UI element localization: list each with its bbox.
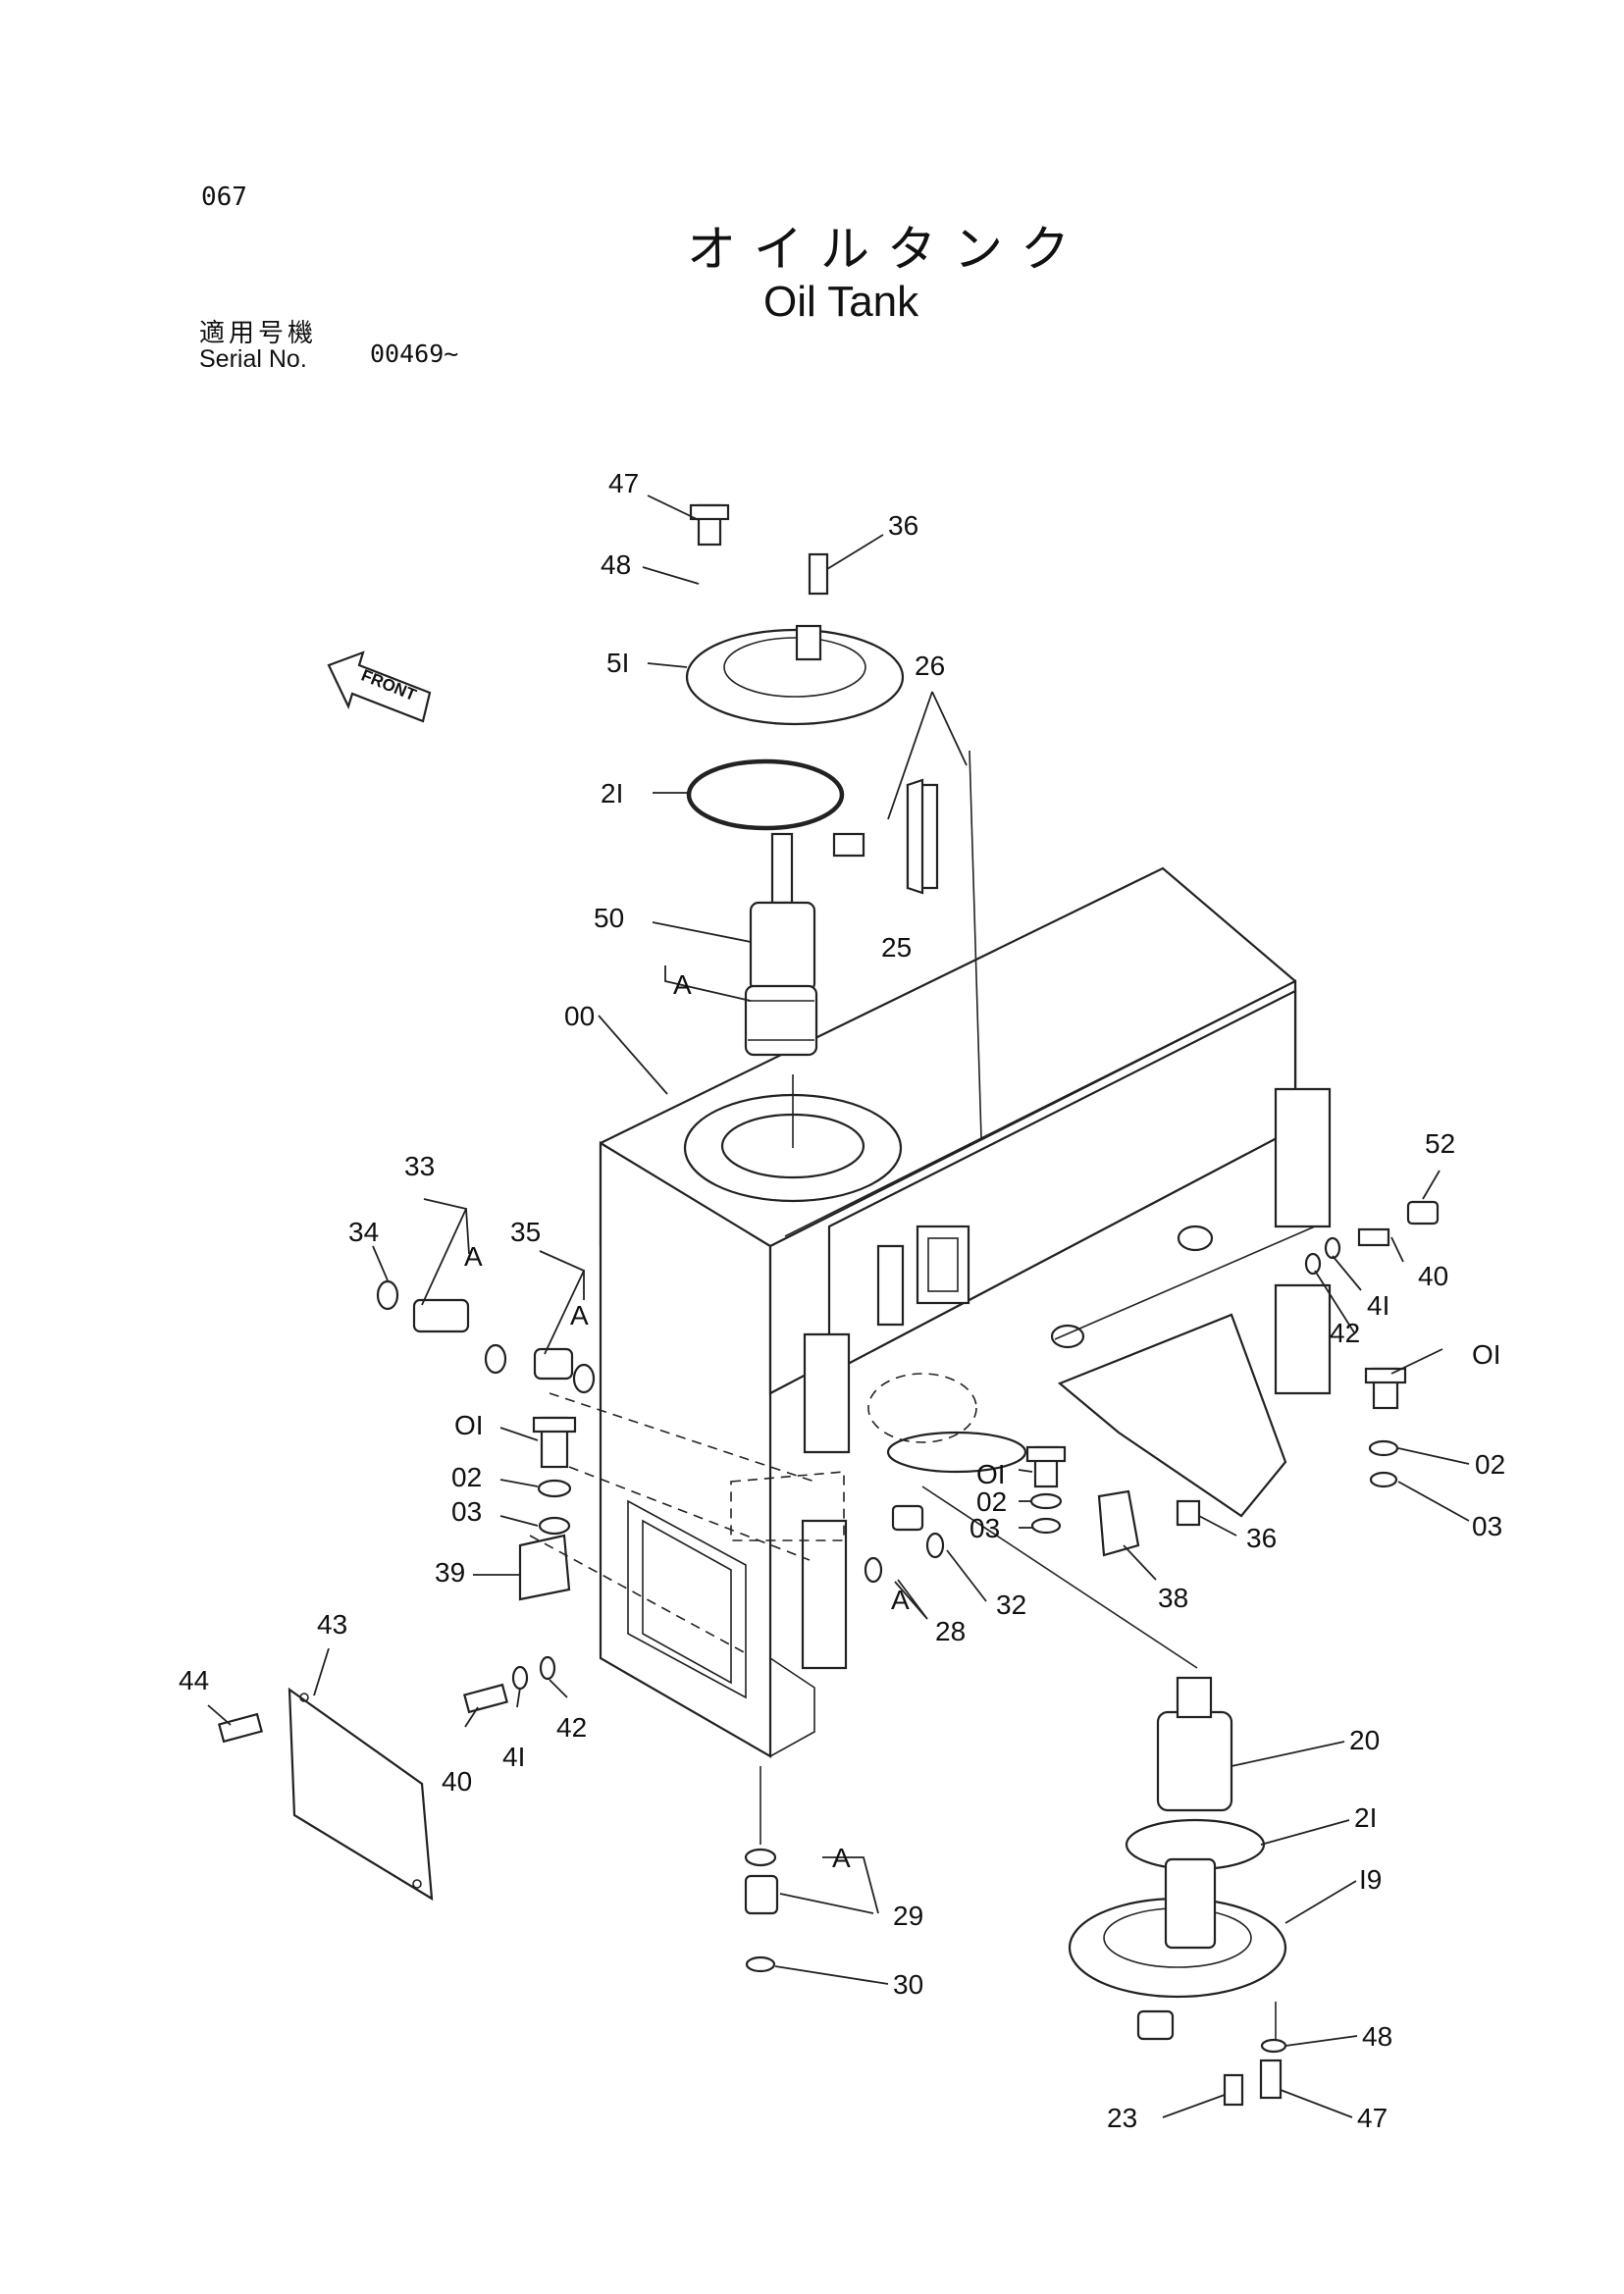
callout-02-right: 02 (1475, 1449, 1505, 1480)
callout-34: 34 (348, 1217, 379, 1247)
callout-32: 32 (996, 1590, 1026, 1620)
callout-03-mid: 03 (969, 1513, 1000, 1543)
callout-a-33: A (464, 1241, 483, 1272)
serial-label-japanese: 適用号機 (199, 318, 318, 347)
callout-42-left: 42 (556, 1712, 587, 1743)
callout-41-left: 4I (502, 1742, 525, 1772)
callout-36-bottom: 36 (1246, 1523, 1277, 1553)
callout-35: 35 (510, 1217, 541, 1247)
callout-42-right: 42 (1330, 1318, 1360, 1348)
bracket-25 (832, 778, 939, 895)
callout-25: 25 (881, 932, 912, 963)
fittings-right (1304, 1200, 1440, 1488)
callout-36-top: 36 (888, 510, 918, 541)
serial-value: 00469~ (370, 339, 459, 368)
title-english: Oil Tank (763, 278, 919, 326)
callout-00: 00 (564, 1001, 595, 1031)
suction-filter-assembly (1068, 1676, 1287, 2107)
callout-48-top: 48 (601, 549, 631, 580)
callout-28: 28 (935, 1616, 966, 1646)
callout-a-28: A (891, 1585, 910, 1615)
callout-44: 44 (179, 1665, 209, 1695)
serial-label: 適用号機 Serial No. (199, 319, 317, 372)
inspection-cover-43 (218, 1655, 556, 1902)
leader-lines (207, 495, 1470, 2118)
callout-40-right: 40 (1418, 1261, 1448, 1291)
callout-21-top: 2I (601, 778, 623, 808)
fittings-middle (864, 1445, 1201, 1584)
front-arrow-icon: FRONT (327, 651, 432, 723)
callout-a-50: A (673, 969, 692, 1000)
callout-a-35: A (570, 1300, 589, 1330)
callout-03-right: 03 (1472, 1511, 1502, 1541)
callout-48-bottom: 48 (1362, 2021, 1392, 2052)
callout-labels: 47 36 48 5I 26 2I 25 50 A 00 52 40 4I 42… (179, 468, 1505, 2133)
serial-label-english: Serial No. (199, 345, 307, 373)
callout-51: 5I (606, 648, 629, 678)
callout-33: 33 (404, 1151, 435, 1181)
title-japanese: オイルタンク (687, 221, 1087, 278)
callout-a-29: A (832, 1843, 851, 1873)
callout-23: 23 (1107, 2103, 1137, 2133)
top-cover-assembly (685, 503, 905, 1057)
installation-lines (529, 750, 1316, 2041)
callout-41-right: 4I (1367, 1290, 1389, 1321)
callout-20: 20 (1349, 1725, 1380, 1755)
callout-26: 26 (915, 651, 945, 681)
callout-02-mid: 02 (976, 1486, 1007, 1517)
callout-52: 52 (1425, 1128, 1455, 1159)
callout-40-left: 40 (442, 1766, 472, 1797)
callout-43: 43 (317, 1609, 347, 1640)
callout-01-left: OI (454, 1410, 484, 1440)
callout-50: 50 (594, 903, 624, 933)
callout-02-left: 02 (451, 1462, 482, 1492)
callout-29: 29 (893, 1901, 923, 1931)
callout-47-bottom: 47 (1357, 2103, 1388, 2133)
callout-19: I9 (1359, 1864, 1382, 1895)
callout-30: 30 (893, 1969, 923, 2000)
callout-38: 38 (1158, 1583, 1188, 1613)
callout-01-mid: OI (976, 1459, 1006, 1489)
drain-fitting (744, 1848, 779, 1973)
page-number: 067 (201, 182, 247, 212)
fittings-left (376, 1279, 596, 1601)
callout-01-right: OI (1472, 1339, 1501, 1370)
tank-body (599, 866, 1332, 1758)
callout-03-left: 03 (451, 1496, 482, 1527)
callout-21-bottom: 2I (1354, 1802, 1377, 1833)
callout-39: 39 (435, 1557, 465, 1588)
callout-47-top: 47 (608, 468, 639, 498)
